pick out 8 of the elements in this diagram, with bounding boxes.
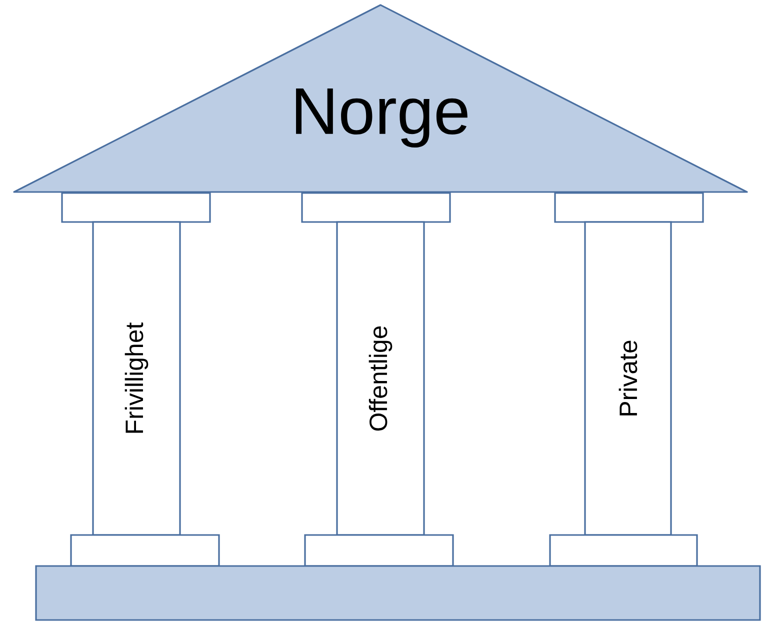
base-slab (35, 565, 761, 621)
column-base (304, 534, 454, 567)
column-capital (554, 192, 704, 223)
column-capital (301, 192, 451, 223)
column-base (549, 534, 698, 567)
column-base (70, 534, 220, 567)
column-capital (61, 192, 211, 223)
roof-triangle: Norge (13, 4, 748, 193)
